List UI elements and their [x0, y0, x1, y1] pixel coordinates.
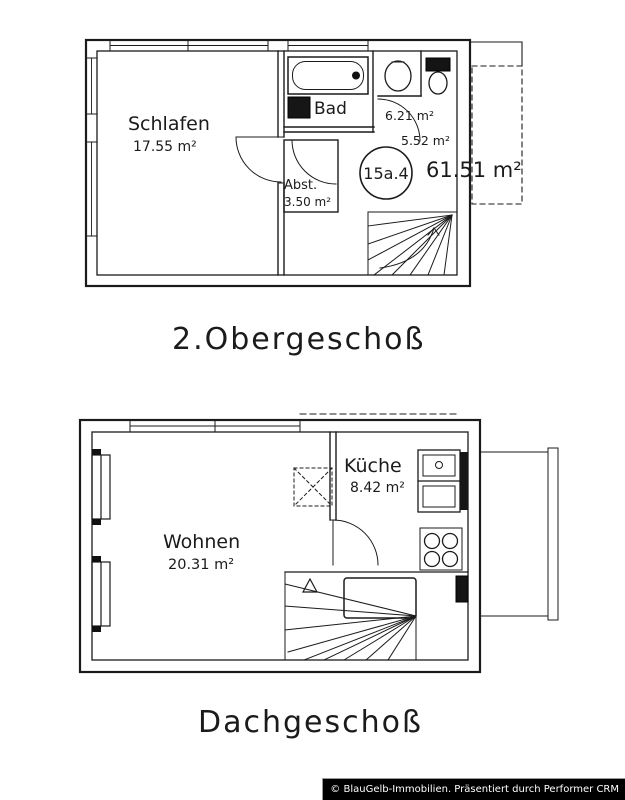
stair-landing: [343, 577, 417, 619]
upper-walls: [84, 38, 472, 288]
room-label-bad: Bad: [314, 99, 347, 119]
footer-credit-bar: © BlauGelb-Immobilien. Präsentiert durch…: [322, 778, 625, 800]
unit-number-circle: [359, 146, 413, 200]
abstellraum-walls: [283, 139, 339, 213]
upper-stairs: [367, 211, 458, 276]
skylight-icon: [293, 467, 333, 507]
upper-balcony-outline: [469, 41, 523, 205]
attic-stairs: [284, 571, 417, 661]
room-area-schlafen: 17.55 m²: [133, 139, 197, 155]
room-area-kueche: 8.42 m²: [350, 480, 405, 496]
room-area-wohnen: 20.31 m²: [168, 557, 234, 573]
room-label-wohnen: Wohnen: [163, 531, 240, 553]
kitchen-door-arc: [332, 519, 379, 566]
upper-floor-plan: [84, 38, 523, 288]
washer-icon: [287, 96, 311, 119]
room-label-schlafen: Schlafen: [128, 113, 210, 135]
attic-floor-labels: Wohnen 20.31 m² Küche 8.42 m² Dachgescho…: [163, 455, 423, 740]
attic-neighbour-outline: [479, 447, 559, 621]
washbasin-icon: [384, 60, 412, 92]
attic-walls: [78, 413, 482, 674]
unit-number-label: 15a.4: [363, 164, 408, 183]
bathtub-icon: [287, 56, 369, 95]
kitchen-sink-icon: [417, 449, 468, 513]
toilet-icon: [425, 57, 451, 95]
footer-credit-text: © BlauGelb-Immobilien. Präsentiert durch…: [330, 784, 619, 795]
room-label-kueche: Küche: [344, 455, 402, 477]
stair-direction-marker: [301, 577, 319, 593]
upper-door-arcs: [235, 98, 421, 185]
upper-floor-caption: 2.Obergeschoß: [172, 322, 425, 357]
stove-icon: [419, 527, 463, 571]
room-label-abst: Abst.: [284, 178, 317, 193]
attic-left-windows: [91, 449, 111, 632]
upper-floor-labels: Schlafen 17.55 m² Bad 6.21 m² 5.52 m² Ab…: [128, 99, 522, 357]
hall-area-label: 5.52 m²: [401, 133, 450, 148]
room-area-abst: 3.50 m²: [284, 195, 331, 209]
attic-floor-caption: Dachgeschoß: [198, 705, 423, 740]
total-area-label: 61.51 m²: [426, 158, 522, 182]
attic-floor-plan: [78, 413, 559, 674]
room-area-bad: 6.21 m²: [385, 108, 434, 123]
boiler-icon: [455, 575, 469, 603]
